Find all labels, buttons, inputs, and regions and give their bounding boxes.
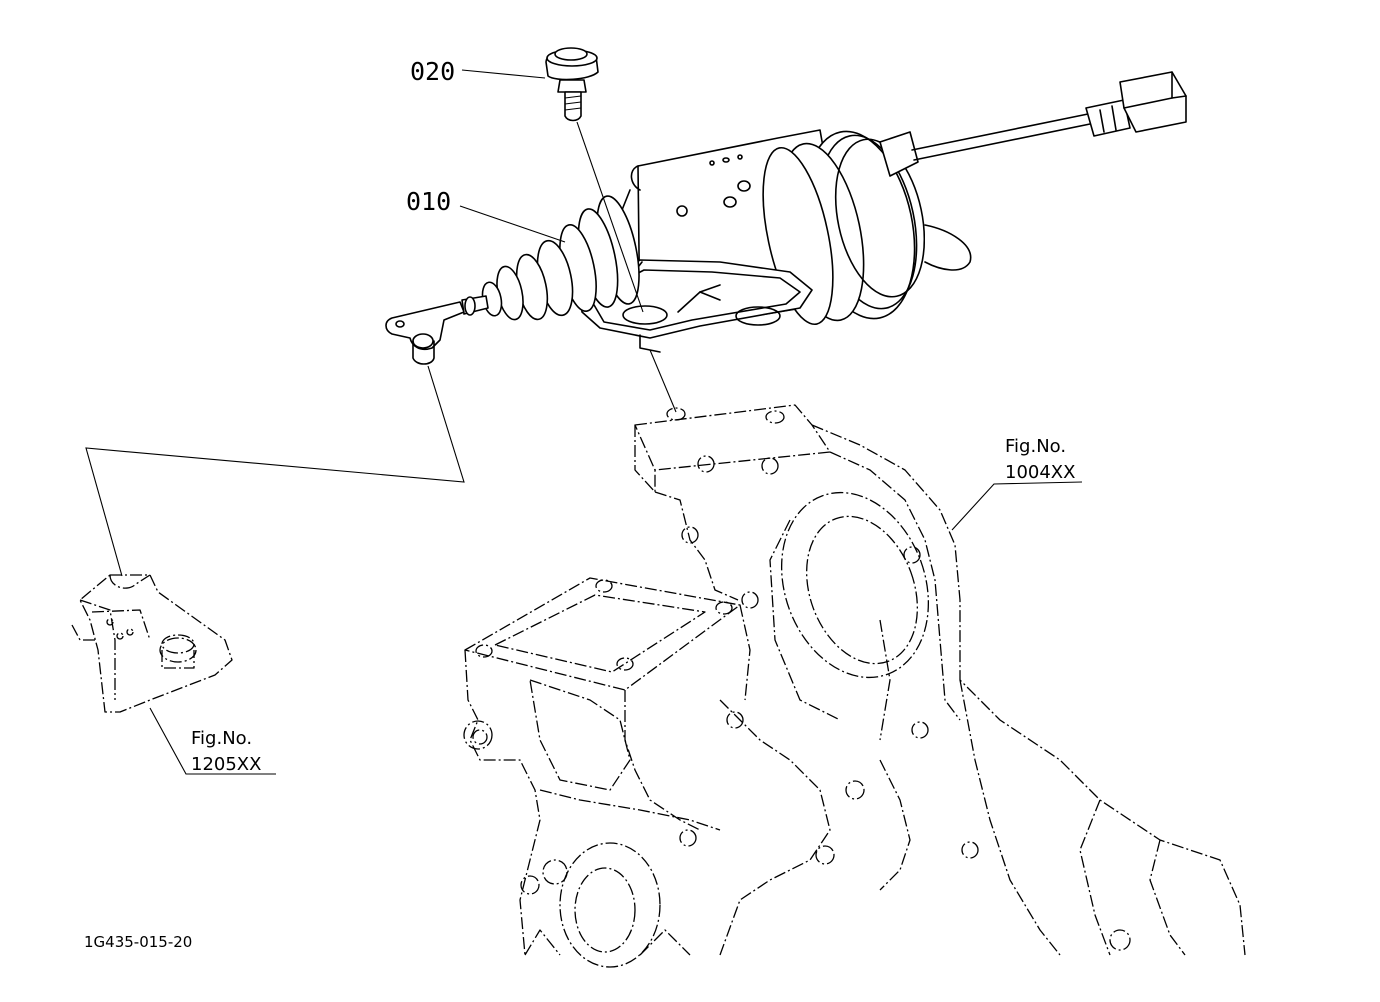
fig-label-1004: Fig.No. <box>1005 436 1066 457</box>
leader-lines <box>85 69 1083 775</box>
fig-number-1205: 1205XX <box>191 754 261 775</box>
part-number-020: 020 <box>410 57 455 86</box>
bolt-020 <box>545 47 599 122</box>
fig-label-1205: Fig.No. <box>191 728 252 749</box>
transmission-housing <box>463 404 1246 968</box>
drawing-code: 1G435-015-20 <box>84 933 192 951</box>
lever-bracket <box>71 574 233 713</box>
part-number-010: 010 <box>406 187 451 216</box>
fig-number-1004: 1004XX <box>1005 462 1075 483</box>
actuator-assembly <box>385 71 1187 365</box>
